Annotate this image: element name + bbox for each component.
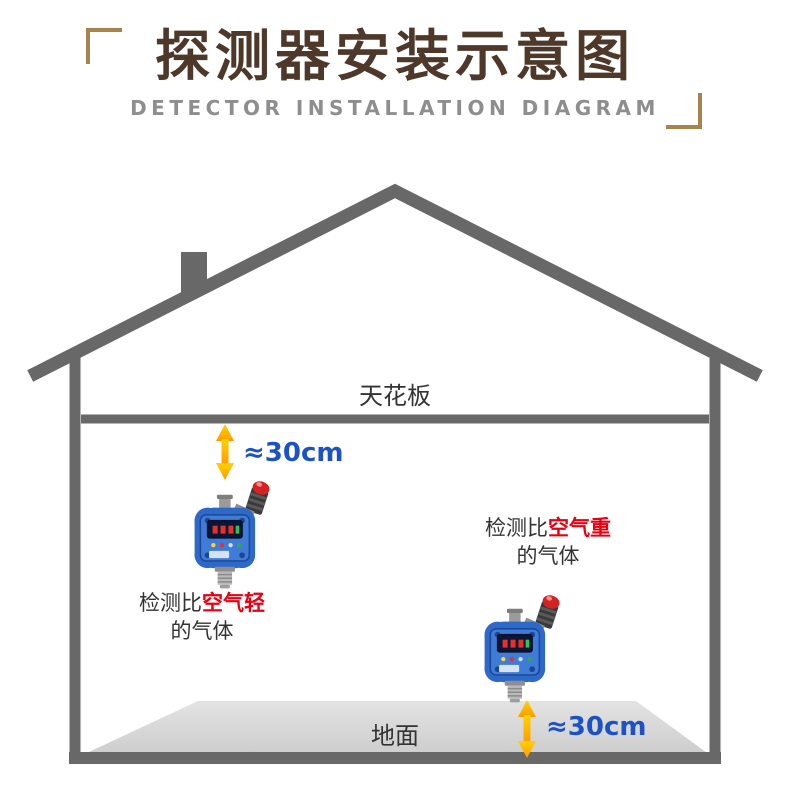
gold-corner-top-left-icon (86, 28, 122, 64)
right-note-line1: 检测比空气重 (468, 514, 628, 542)
top-distance-arrow-icon (216, 424, 234, 480)
top-distance-value: ≈30cm (243, 438, 344, 468)
detector-lower (483, 592, 563, 704)
right-note-line2: 的气体 (516, 544, 580, 568)
page-subtitle: DETECTOR INSTALLATION DIAGRAM (130, 95, 660, 120)
bottom-distance-arrow-icon (518, 700, 536, 758)
roof (27, 183, 763, 382)
gold-corner-bottom-right-icon (666, 93, 702, 129)
right-note-prefix: 检测比 (485, 516, 548, 540)
left-note-highlight: 空气轻 (202, 591, 265, 615)
left-note-prefix: 检测比 (139, 591, 202, 615)
floor-label: 地面 (371, 722, 419, 750)
bottom-distance-value: ≈30cm (546, 712, 647, 742)
ceiling-label: 天花板 (359, 382, 431, 410)
left-detector-note: 检测比空气轻 的气体 (122, 589, 282, 645)
floor-slab (76, 701, 714, 758)
right-note-highlight: 空气重 (548, 516, 611, 540)
detector-upper (193, 478, 273, 590)
page-title: 探测器安装示意图 (154, 24, 635, 88)
header: 探测器安装示意图 DETECTOR INSTALLATION DIAGRAM (0, 0, 790, 150)
left-note-line1: 检测比空气轻 (122, 589, 282, 617)
right-detector-note: 检测比空气重 的气体 (468, 514, 628, 570)
left-note-line2: 的气体 (170, 619, 234, 643)
